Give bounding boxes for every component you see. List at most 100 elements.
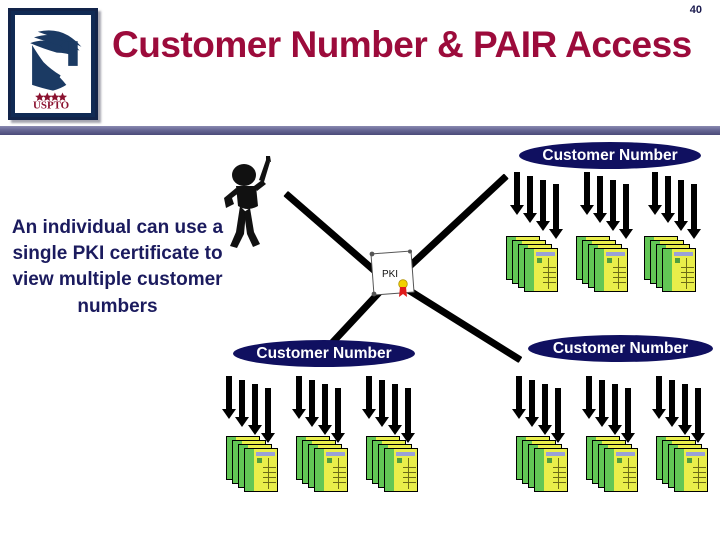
document-page: [384, 448, 418, 492]
down-arrow-icon: [652, 376, 666, 419]
document-page: [681, 277, 694, 279]
document-page: [595, 249, 604, 291]
down-arrow-icon: [318, 384, 332, 435]
document-page: [606, 258, 612, 263]
document-page: [604, 448, 638, 492]
document-page: [606, 251, 625, 256]
document-page: [529, 445, 538, 487]
document-page: [239, 445, 248, 487]
document-page: [657, 437, 666, 479]
header-divider: [0, 126, 720, 135]
down-arrow-icon: [512, 376, 526, 419]
document-page: [244, 448, 278, 492]
document-page: [543, 277, 556, 279]
document-page: [314, 448, 348, 492]
document-page: [535, 449, 544, 491]
document-page: [403, 467, 416, 469]
document-page: [583, 241, 592, 283]
document-page: [524, 248, 558, 292]
document-stack: [576, 236, 638, 296]
uspto-logo-inner: USPTO: [15, 15, 91, 113]
status-badge-customer-number-middle-left: Customer Number: [233, 340, 415, 367]
document-page: [651, 241, 660, 283]
down-arrow-icon: [687, 184, 701, 239]
down-arrow-icon: [235, 380, 249, 427]
status-badge-customer-number-top-right: Customer Number: [519, 142, 701, 169]
document-stack: [226, 436, 288, 496]
down-arrow-icon: [305, 380, 319, 427]
down-arrow-icon: [678, 384, 692, 435]
document-page: [315, 449, 324, 491]
down-arrow-icon: [362, 376, 376, 419]
document-page: [686, 451, 705, 456]
body-paragraph: An individual can use a single PKI certi…: [11, 217, 224, 317]
uspto-seal-icon: USPTO: [30, 30, 82, 112]
document-page: [534, 448, 568, 492]
document-page: [577, 237, 586, 279]
document-page: [623, 467, 636, 469]
document-page: [303, 441, 312, 483]
document-page: [546, 458, 552, 463]
document-page: [256, 458, 262, 463]
document-page: [543, 267, 556, 269]
down-arrow-icon: [331, 388, 345, 443]
document-page: [333, 482, 346, 484]
down-arrow-icon: [608, 384, 622, 435]
down-arrow-icon: [582, 376, 596, 419]
document-page: [525, 249, 534, 291]
down-arrow-icon: [551, 388, 565, 443]
document-page: [618, 258, 620, 289]
down-arrow-icon: [549, 184, 563, 239]
document-page: [536, 251, 555, 256]
document-page: [333, 467, 346, 469]
document-page: [373, 441, 382, 483]
document-page: [546, 451, 565, 456]
document-page: [674, 251, 693, 256]
document-page: [657, 245, 666, 287]
document-page: [553, 467, 566, 469]
down-arrow-icon: [510, 172, 524, 215]
document-page: [233, 441, 242, 483]
down-arrow-icon: [691, 388, 705, 443]
down-arrow-icon: [606, 180, 620, 231]
document-page: [623, 477, 636, 479]
document-page: [669, 445, 678, 487]
document-page: [268, 458, 270, 489]
document-page: [403, 477, 416, 479]
document-page: [623, 482, 636, 484]
document-page: [674, 258, 680, 263]
document-page: [326, 458, 332, 463]
document-page: [558, 458, 560, 489]
document-page: [645, 237, 654, 279]
document-stack: [516, 436, 578, 496]
individual-person-icon: [224, 156, 271, 248]
document-stack: [296, 436, 358, 496]
document-page: [613, 282, 626, 284]
down-arrow-icon: [523, 176, 537, 223]
down-arrow-icon: [593, 176, 607, 223]
document-page: [589, 245, 598, 287]
uspto-logo-frame: USPTO: [8, 8, 98, 120]
down-arrow-icon: [248, 384, 262, 435]
document-page: [385, 449, 394, 491]
document-page: [663, 249, 672, 291]
document-page: [553, 472, 566, 474]
down-arrow-icon: [222, 376, 236, 419]
down-arrow-icon: [525, 380, 539, 427]
document-page: [623, 472, 636, 474]
document-page: [686, 458, 692, 463]
document-page: [543, 272, 556, 274]
down-arrow-icon: [619, 184, 633, 239]
document-page: [367, 437, 376, 479]
document-page: [681, 267, 694, 269]
document-stack: [644, 236, 706, 296]
document-page: [693, 467, 706, 469]
document-page: [686, 258, 688, 289]
document-page: [693, 472, 706, 474]
document-page: [396, 458, 402, 463]
document-page: [605, 449, 614, 491]
document-page: [628, 458, 630, 489]
down-arrow-icon: [261, 388, 275, 443]
document-stack: [366, 436, 428, 496]
document-page: [263, 477, 276, 479]
